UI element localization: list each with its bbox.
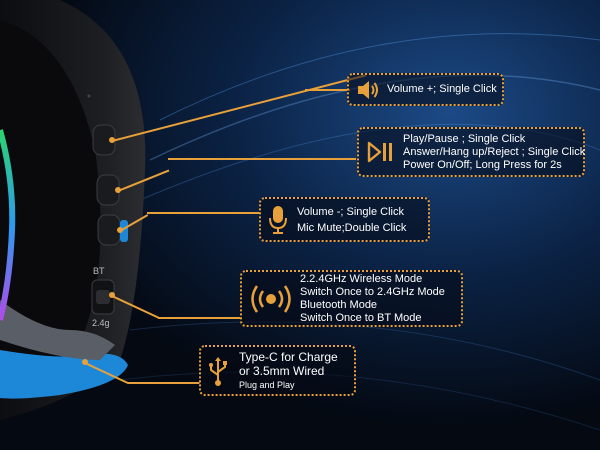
leader-dot (82, 359, 88, 365)
wireless-signal-icon (246, 284, 296, 314)
leader-dot (115, 187, 121, 193)
callout-wireless-line-2: Switch Once to 2.4GHz Mode (300, 285, 445, 298)
callout-volume-up: Volume +; Single Click (347, 73, 504, 106)
callout-play-pause-line-2: Answer/Hang up/Reject ; Single Click (403, 145, 586, 158)
callout-usb: Type-C for Charge or 3.5mm Wired Plug an… (199, 345, 356, 396)
leader-dot (109, 137, 115, 143)
usb-icon (203, 355, 233, 387)
leader-line-play-pause-h (168, 158, 356, 160)
callout-usb-line-2: or 3.5mm Wired (239, 363, 325, 378)
speaker-icon (353, 80, 383, 100)
callout-play-pause-line-3: Power On/Off; Long Press for 2s (403, 158, 562, 171)
microphone-icon (263, 205, 293, 235)
callout-wireless-mode: 2.2.4GHz Wireless Mode Switch Once to 2.… (240, 270, 463, 327)
bt-label: BT (93, 266, 105, 276)
leader-line-wireless-h (158, 317, 242, 319)
callout-play-pause-line-1: Play/Pause ; Single Click (403, 132, 526, 145)
leader-line-volume-up-h (305, 89, 350, 91)
play-pause-icon (363, 141, 399, 163)
callout-wireless-line-4: Switch Once to BT Mode (300, 311, 422, 324)
callout-volume-down: Volume -; Single Click Mic Mute;Double C… (259, 197, 430, 242)
leader-dot (109, 292, 115, 298)
callout-volume-up-line: Volume +; Single Click (387, 83, 497, 95)
callout-wireless-line-3: Bluetooth Mode (300, 298, 378, 311)
callout-usb-small: Plug and Play (239, 379, 295, 390)
g24-label: 2.4g (92, 318, 110, 328)
leader-line-volume-down-h (147, 212, 261, 214)
callout-usb-line-1: Type-C for Charge (239, 349, 338, 364)
leader-dot (117, 227, 123, 233)
callout-volume-down-line-2: Mic Mute;Double Click (297, 221, 407, 234)
callout-wireless-line-1: 2.2.4GHz Wireless Mode (300, 272, 423, 285)
callout-volume-down-line-1: Volume -; Single Click (297, 205, 404, 218)
leader-line-usb-h (128, 382, 200, 384)
callout-play-pause: Play/Pause ; Single Click Answer/Hang up… (357, 127, 585, 177)
